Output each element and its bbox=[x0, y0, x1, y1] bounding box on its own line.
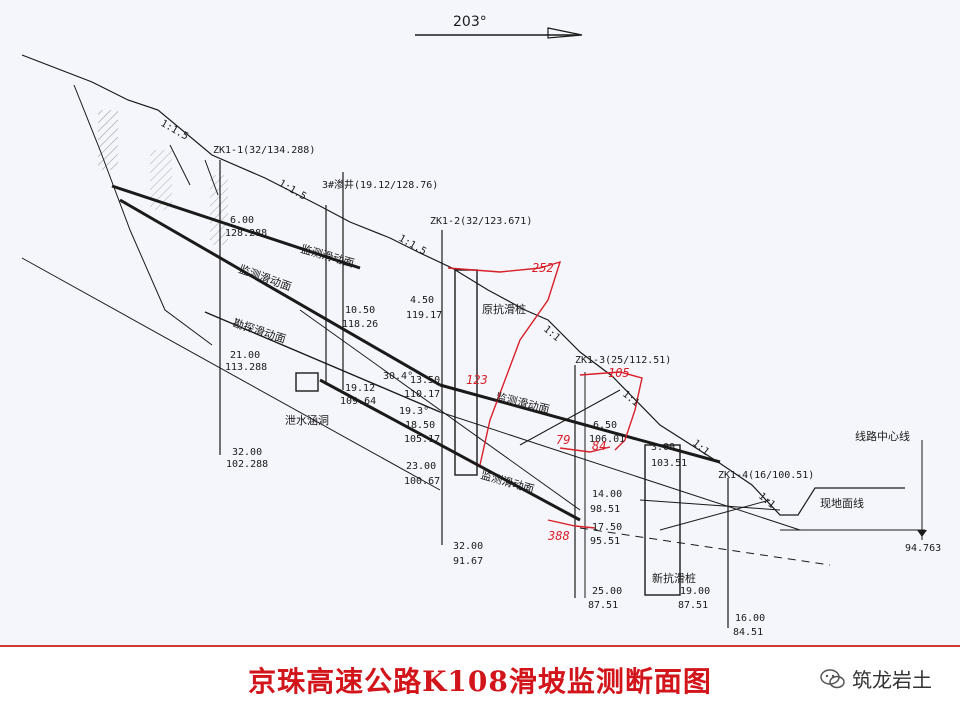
slip-surface-monitored bbox=[439, 383, 721, 464]
slip-surface-explored bbox=[439, 411, 801, 531]
borehole-label: ZK1-4(16/100.51) bbox=[718, 470, 814, 481]
construction-line bbox=[639, 499, 781, 511]
handwritten-value: 388 bbox=[547, 529, 570, 543]
slope-ratio: 1:1 bbox=[541, 324, 562, 344]
monitor-curve bbox=[547, 519, 596, 529]
slip-surface-monitored bbox=[111, 184, 361, 270]
feature-label: 新抗滑桩 bbox=[652, 571, 696, 585]
bearing-arrow bbox=[415, 27, 583, 39]
depth: 21.00 bbox=[230, 350, 260, 361]
elevation: 105.17 bbox=[404, 434, 440, 445]
slope-ratio: 1:1.5 bbox=[397, 233, 429, 258]
wechat-icon bbox=[820, 668, 845, 688]
drawing-sheet: 203° bbox=[21, 14, 942, 638]
monitor-curve bbox=[447, 260, 562, 466]
projection-line bbox=[579, 527, 831, 566]
slope-ratio: 1:1.5 bbox=[159, 118, 191, 143]
depth: 14.00 bbox=[592, 489, 622, 500]
rock-boundary bbox=[299, 309, 581, 511]
feature-label: 泄水涵洞 bbox=[285, 413, 329, 427]
caption-divider bbox=[0, 645, 960, 647]
slope-face bbox=[73, 84, 213, 346]
ground-profile bbox=[21, 54, 905, 516]
depth: 25.00 bbox=[592, 586, 622, 597]
new-pile bbox=[644, 444, 681, 596]
depth: 17.50 bbox=[592, 522, 622, 533]
slip-label: 监测滑动面 bbox=[299, 242, 355, 270]
slope-ratio: 1:1.5 bbox=[277, 178, 309, 203]
depth: 18.50 bbox=[405, 420, 435, 431]
slide-caption: 京珠高速公路K108滑坡监测断面图 bbox=[248, 665, 712, 698]
monitor-curve bbox=[579, 371, 643, 451]
angle-label: 30.4° bbox=[383, 371, 413, 382]
handwritten-value: 252 bbox=[532, 261, 554, 275]
elevation: 87.51 bbox=[678, 600, 708, 611]
borehole-label: ZK1-2(32/123.671) bbox=[430, 216, 532, 227]
borehole-label: 3#渗井(19.12/128.76) bbox=[322, 178, 438, 191]
culvert-box bbox=[295, 372, 319, 392]
handwritten-value: 123 bbox=[466, 373, 488, 387]
depth: 10.50 bbox=[345, 305, 375, 316]
slope-ratio: 1:1 bbox=[620, 389, 641, 409]
depth: 32.00 bbox=[453, 541, 483, 552]
depth: 16.00 bbox=[735, 613, 765, 624]
handwritten-value: 84 bbox=[592, 439, 606, 453]
depth: 6.00 bbox=[230, 215, 254, 226]
watermark-text: 筑龙岩土 bbox=[852, 668, 932, 692]
elevation: 103.51 bbox=[651, 458, 687, 469]
hatch-area bbox=[150, 150, 172, 210]
feature-label: 线路中心线 bbox=[855, 429, 910, 443]
depth: 19.00 bbox=[680, 586, 710, 597]
angle-label: 19.3° bbox=[399, 406, 429, 417]
slip-label: 勘探滑动面 bbox=[231, 316, 287, 345]
depth: 4.50 bbox=[410, 295, 434, 306]
watermark: 筑龙岩土 bbox=[820, 664, 932, 693]
elevation: 84.51 bbox=[733, 627, 763, 638]
borehole-label: ZK1-1(32/134.288) bbox=[213, 145, 315, 156]
slip-surface-explored bbox=[204, 311, 441, 413]
handwritten-value: 79 bbox=[556, 433, 570, 447]
construction-line bbox=[519, 389, 621, 446]
elevation: 106.01 bbox=[589, 434, 625, 445]
slip-label: 监测滑动面 bbox=[494, 390, 551, 416]
depth: 3.00 bbox=[651, 442, 675, 453]
slip-surface-monitored bbox=[119, 198, 441, 387]
rock-boundary bbox=[21, 257, 441, 491]
slip-label: 监测滑动面 bbox=[237, 263, 293, 294]
elevation-triangle bbox=[917, 530, 927, 537]
handwritten-value: 105 bbox=[608, 366, 630, 380]
hatch-area bbox=[210, 175, 228, 245]
elevation: 100.67 bbox=[404, 476, 440, 487]
depth: 23.00 bbox=[406, 461, 436, 472]
elevation: 98.51 bbox=[590, 504, 620, 515]
elevation: 94.763 bbox=[905, 543, 941, 554]
construction-line bbox=[659, 499, 771, 531]
slope-tick bbox=[169, 144, 191, 186]
elevation: 128.288 bbox=[225, 228, 267, 239]
depth: 19.12 bbox=[345, 383, 375, 394]
elevation: 95.51 bbox=[590, 536, 620, 547]
elevation: 109.64 bbox=[340, 396, 376, 407]
elevation: 87.51 bbox=[588, 600, 618, 611]
elevation: 113.288 bbox=[225, 362, 267, 373]
slip-surface-monitored bbox=[319, 378, 581, 522]
elevation: 118.26 bbox=[342, 319, 378, 330]
elevation: 110.17 bbox=[404, 389, 440, 400]
elevation: 119.17 bbox=[406, 310, 442, 321]
elevation: 91.67 bbox=[453, 556, 483, 567]
level-callouts: 6.00 128.288 10.50 118.26 4.50 119.17 21… bbox=[225, 215, 941, 638]
depth: 32.00 bbox=[232, 447, 262, 458]
feature-label: 现地面线 bbox=[820, 496, 864, 510]
monitor-curve bbox=[559, 446, 611, 453]
feature-label: 原抗滑桩 bbox=[482, 302, 526, 316]
depth: 13.50 bbox=[410, 375, 440, 386]
bearing-label: 203° bbox=[453, 14, 487, 30]
elevation: 102.288 bbox=[226, 459, 268, 470]
depth: 6.50 bbox=[593, 420, 617, 431]
hatch-area bbox=[98, 110, 118, 170]
borehole-label: ZK1-3(25/112.51) bbox=[575, 355, 671, 366]
section-drawing: 203° bbox=[21, 14, 941, 638]
